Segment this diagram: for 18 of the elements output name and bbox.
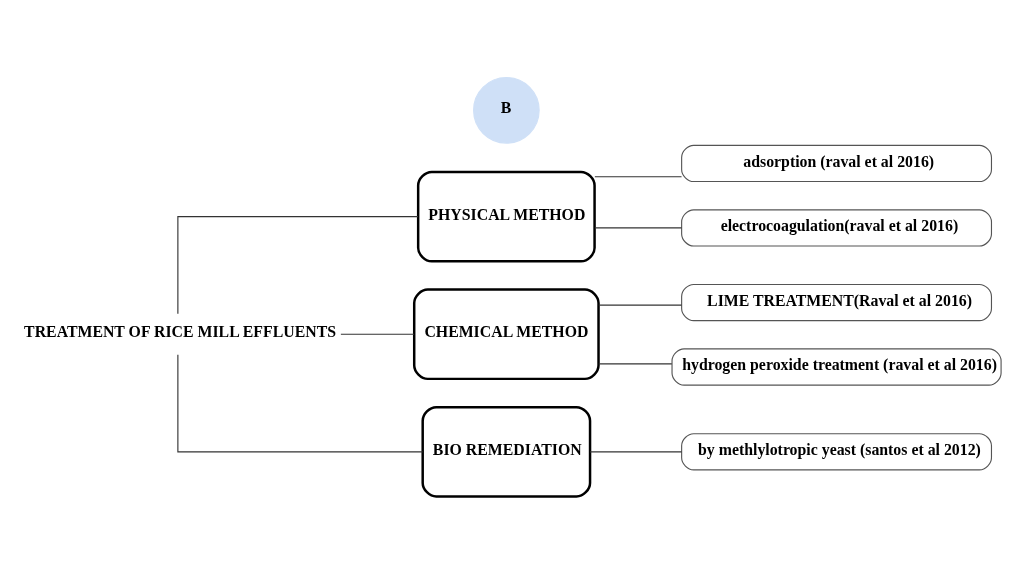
- node-box: BIO REMEDIATION: [420, 405, 591, 498]
- node-box: adsorption (raval et al 2016): [680, 144, 992, 182]
- connector: [339, 333, 415, 335]
- node-box: electrocoagulation(raval et al 2016): [680, 208, 992, 247]
- node-box: hydrogen peroxide treatment (raval et al 2016): [670, 347, 1002, 386]
- connector: [597, 362, 672, 364]
- connector: [176, 353, 423, 452]
- node-box: CHEMICAL METHOD: [412, 287, 600, 380]
- node-circle: B: [472, 76, 540, 144]
- connector: [176, 215, 418, 314]
- connector: [593, 175, 682, 177]
- node-text: TREATMENT OF RICE MILL EFFLUENTS: [23, 322, 336, 340]
- node-box: by methlylotropic yeast (santos et al 2012): [680, 432, 992, 470]
- connector: [589, 450, 682, 452]
- node-box: PHYSICAL METHOD: [416, 170, 596, 262]
- connector: [597, 304, 682, 306]
- node-box: LIME TREATMENT(Raval et al 2016): [680, 283, 992, 321]
- connector: [593, 226, 682, 228]
